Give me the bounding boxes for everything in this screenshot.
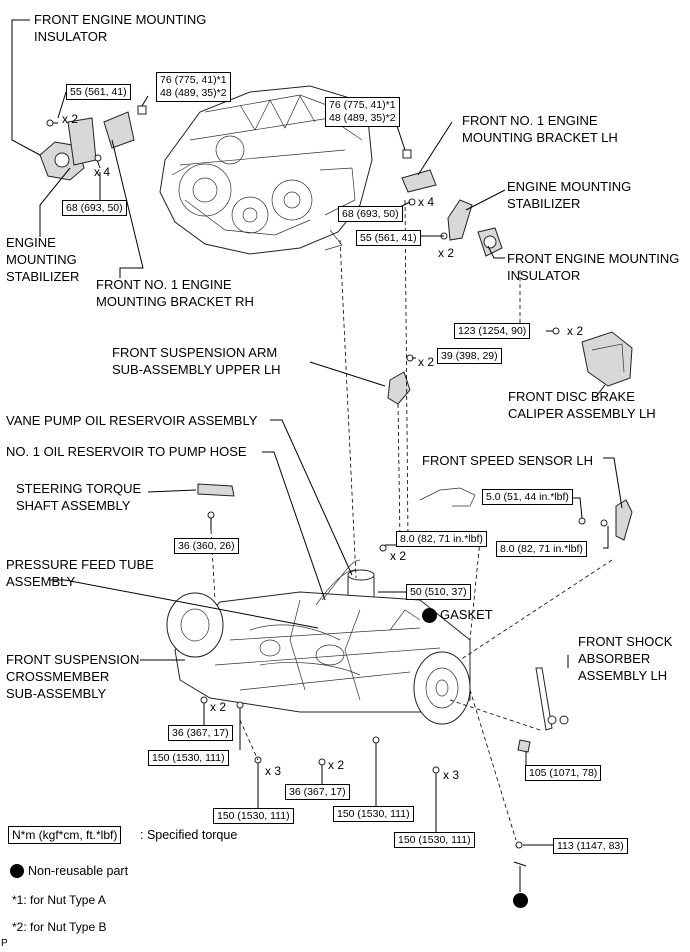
mult-crossmember-a: x 2 bbox=[210, 700, 227, 714]
speed-sensor-illustration bbox=[419, 487, 633, 541]
torque-crossmember-a: 36 (367, 17) bbox=[168, 725, 233, 741]
upper-arm-illustration bbox=[387, 354, 414, 405]
torque-pressure-tube: 50 (510, 37) bbox=[406, 584, 471, 600]
mult-lh-bracket: x 4 bbox=[418, 195, 435, 209]
legend-torque-desc: : Specified torque bbox=[140, 828, 238, 842]
label-no1-oil-reservoir-to-pump-hose: NO. 1 OIL RESERVOIR TO PUMP HOSE bbox=[6, 444, 247, 459]
label-front-disc-brake-caliper-lh: FRONT DISC BRAKE CALIPER ASSEMBLY LH bbox=[508, 389, 656, 421]
torque-rh-nut: 76 (775, 41)*1 48 (489, 35)*2 bbox=[156, 72, 231, 102]
label-front-no1-bracket-lh: FRONT NO. 1 ENGINE MOUNTING BRACKET LH bbox=[462, 113, 618, 145]
torque-crossmember-e: 150 (1530, 111) bbox=[333, 806, 414, 822]
torque-crossmember-c: 150 (1530, 111) bbox=[213, 808, 294, 824]
torque-crossmember-d: 36 (367, 17) bbox=[285, 784, 350, 800]
torque-speed-sensor-b: 8.0 (82, 71 in.*lbf) bbox=[496, 541, 587, 557]
label-front-engine-mounting-insulator-lh: FRONT ENGINE MOUNTING INSULATOR bbox=[507, 251, 680, 283]
mult-crossmember-d: x 2 bbox=[328, 758, 345, 772]
leader-lines bbox=[11, 19, 623, 846]
torque-crossmember-b: 150 (1530, 111) bbox=[148, 750, 229, 766]
mult-rh-insulator: x 2 bbox=[62, 112, 79, 126]
caliper-illustration bbox=[552, 327, 633, 387]
torque-reservoir: 8.0 (82, 71 in.*lbf) bbox=[396, 531, 487, 547]
label-front-speed-sensor-lh: FRONT SPEED SENSOR LH bbox=[422, 453, 593, 468]
mult-rh-bracket: x 4 bbox=[94, 165, 111, 179]
label-front-engine-mounting-insulator-rh: FRONT ENGINE MOUNTING INSULATOR bbox=[34, 12, 207, 44]
mult-crossmember-c: x 3 bbox=[265, 764, 282, 778]
engine-illustration bbox=[159, 85, 373, 255]
crossmember-bolts bbox=[200, 696, 440, 782]
legend-note-2: *2: for Nut Type B bbox=[12, 920, 107, 934]
mult-upper-arm: x 2 bbox=[418, 355, 435, 369]
torque-upper-arm: 39 (398, 29) bbox=[437, 348, 502, 364]
legend-torque-unit: N*m (kgf*cm, ft.*lbf) bbox=[8, 826, 122, 844]
torque-shock: 105 (1071, 78) bbox=[525, 765, 602, 781]
steering-shaft-illustration bbox=[197, 483, 235, 519]
mult-caliper: x 2 bbox=[567, 324, 584, 338]
torque-crossmember-f: 150 (1530, 111) bbox=[394, 832, 475, 848]
torque-lh-insulator: 55 (561, 41) bbox=[356, 230, 421, 246]
legend-non-reusable-dot bbox=[10, 864, 24, 878]
legend-note-1: *1: for Nut Type A bbox=[12, 893, 106, 907]
torque-rh-bracket: 68 (693, 50) bbox=[62, 200, 127, 216]
torque-lh-nut: 76 (775, 41)*1 48 (489, 35)*2 bbox=[325, 97, 400, 127]
mult-reservoir: x 2 bbox=[390, 549, 407, 563]
label-engine-mounting-stabilizer-rh: ENGINE MOUNTING STABILIZER bbox=[6, 235, 80, 284]
label-front-suspension-arm-upper-lh: FRONT SUSPENSION ARM SUB-ASSEMBLY UPPER … bbox=[112, 345, 281, 377]
torque-caliper: 123 (1254, 90) bbox=[454, 323, 531, 339]
crossmember-illustration bbox=[166, 559, 471, 725]
dashed-lines bbox=[210, 199, 613, 841]
legend-non-reusable: Non-reusable part bbox=[28, 864, 129, 878]
label-pressure-feed-tube: PRESSURE FEED TUBE ASSEMBLY bbox=[6, 557, 154, 589]
shock-absorber-illustration bbox=[517, 667, 569, 753]
stabilizer-link-illustration bbox=[513, 841, 527, 892]
torque-stabilizer-link: 113 (1147, 83) bbox=[553, 838, 628, 854]
torque-rh-insulator: 55 (561, 41) bbox=[66, 84, 131, 100]
mult-lh-insulator: x 2 bbox=[438, 246, 455, 260]
label-front-no1-bracket-rh: FRONT NO. 1 ENGINE MOUNTING BRACKET RH bbox=[96, 277, 254, 309]
label-front-shock-absorber-lh: FRONT SHOCK ABSORBER ASSEMBLY LH bbox=[578, 634, 673, 683]
mult-crossmember-f: x 3 bbox=[443, 768, 460, 782]
label-front-suspension-crossmember: FRONT SUSPENSION CROSSMEMBER SUB-ASSEMBL… bbox=[6, 652, 140, 701]
torque-steering-shaft: 36 (360, 26) bbox=[174, 538, 239, 554]
stabilizer-link-non-reusable-dot bbox=[513, 893, 528, 908]
label-vane-pump-oil-reservoir: VANE PUMP OIL RESERVOIR ASSEMBLY bbox=[6, 413, 258, 428]
label-steering-torque-shaft: STEERING TORQUE SHAFT ASSEMBLY bbox=[16, 481, 142, 513]
rh-mount-parts bbox=[39, 105, 147, 181]
gasket-non-reusable-dot bbox=[422, 608, 437, 623]
label-gasket: GASKET bbox=[440, 607, 493, 622]
corner-mark: P bbox=[1, 938, 8, 949]
label-engine-mounting-stabilizer-lh: ENGINE MOUNTING STABILIZER bbox=[507, 179, 632, 211]
torque-lh-bracket: 68 (693, 50) bbox=[338, 206, 403, 222]
torque-speed-sensor-a: 5.0 (51, 44 in.*lbf) bbox=[482, 489, 573, 505]
